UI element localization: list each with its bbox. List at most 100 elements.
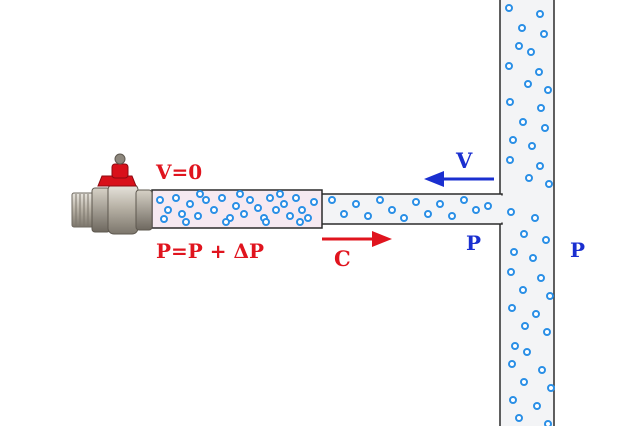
bubble	[424, 210, 432, 218]
bubble	[280, 200, 288, 208]
bubble	[388, 206, 396, 214]
bubble	[520, 378, 528, 386]
bubble	[506, 98, 514, 106]
bubble	[515, 414, 523, 422]
pipe-junction	[499, 195, 503, 223]
bubble	[310, 198, 318, 206]
bubble	[523, 348, 531, 356]
bubble	[240, 210, 248, 218]
bubble	[528, 142, 536, 150]
bubble	[222, 218, 230, 226]
bubble	[515, 42, 523, 50]
bubble	[507, 208, 515, 216]
bubble	[531, 214, 539, 222]
ball-valve-icon	[71, 153, 153, 235]
arrow-right-icon	[322, 231, 392, 247]
bubble	[186, 200, 194, 208]
bubble	[519, 286, 527, 294]
bubble	[364, 212, 372, 220]
wave-speed-label: C	[334, 246, 351, 271]
bubble	[254, 204, 262, 212]
bubble	[448, 212, 456, 220]
bubbles-main	[505, 4, 555, 428]
bubble	[182, 218, 190, 226]
bubble	[196, 190, 204, 198]
bubble	[340, 210, 348, 218]
bubble	[508, 360, 516, 368]
bubble	[538, 366, 546, 374]
bubble	[298, 206, 306, 214]
bubble	[509, 396, 517, 404]
bubble	[543, 328, 551, 336]
bubble	[511, 342, 519, 350]
bubble	[535, 68, 543, 76]
bubble	[460, 196, 468, 204]
bubbles-branch	[328, 196, 492, 222]
branch-pressure-label: P	[466, 231, 481, 255]
bubble	[218, 194, 226, 202]
bubble	[519, 118, 527, 126]
bubble	[536, 10, 544, 18]
bubble	[400, 214, 408, 222]
bubble	[505, 4, 513, 12]
bubble	[376, 196, 384, 204]
flow-velocity-label: V	[455, 148, 473, 173]
arrow-left-icon	[424, 171, 494, 187]
bubble	[266, 194, 274, 202]
bubble	[524, 80, 532, 88]
bubble	[246, 196, 254, 204]
bubble	[178, 210, 186, 218]
bubble	[537, 104, 545, 112]
bubble	[232, 202, 240, 210]
bubble	[544, 420, 552, 428]
bubble	[509, 136, 517, 144]
bubble	[328, 196, 336, 204]
bubble	[160, 215, 168, 223]
bubble	[412, 198, 420, 206]
bubble	[194, 212, 202, 220]
bubble	[532, 310, 540, 318]
bubble	[547, 384, 555, 392]
bubble	[272, 206, 280, 214]
bubble	[510, 248, 518, 256]
bubble	[296, 218, 304, 226]
bubble	[292, 194, 300, 202]
bubble	[525, 174, 533, 182]
bubble	[210, 206, 218, 214]
bubble	[529, 254, 537, 262]
bubble	[541, 124, 549, 132]
bubble	[156, 196, 164, 204]
bubble	[537, 274, 545, 282]
bubble	[276, 190, 284, 198]
bubble	[304, 214, 312, 222]
pressure-increase-label: P=P + ΔP	[156, 239, 264, 263]
bubble	[236, 190, 244, 198]
bubble	[545, 180, 553, 188]
bubble	[506, 156, 514, 164]
bubble	[262, 218, 270, 226]
bubble	[533, 402, 541, 410]
bubble	[527, 48, 535, 56]
bubble	[521, 322, 529, 330]
bubble	[352, 200, 360, 208]
bubble	[202, 196, 210, 204]
bubble	[505, 62, 513, 70]
bubble	[172, 194, 180, 202]
bubble	[508, 304, 516, 312]
bubble	[540, 30, 548, 38]
bubble	[546, 292, 554, 300]
bubble	[536, 162, 544, 170]
main-pressure-label: P	[570, 238, 585, 262]
bubble	[484, 202, 492, 210]
bubble	[518, 24, 526, 32]
bubble	[472, 206, 480, 214]
bubble	[436, 200, 444, 208]
bubble	[544, 86, 552, 94]
bubble	[520, 230, 528, 238]
bubbles-compressed	[156, 190, 318, 226]
bubble	[164, 206, 172, 214]
bubble	[542, 236, 550, 244]
velocity-zero-label: V=0	[155, 160, 202, 184]
